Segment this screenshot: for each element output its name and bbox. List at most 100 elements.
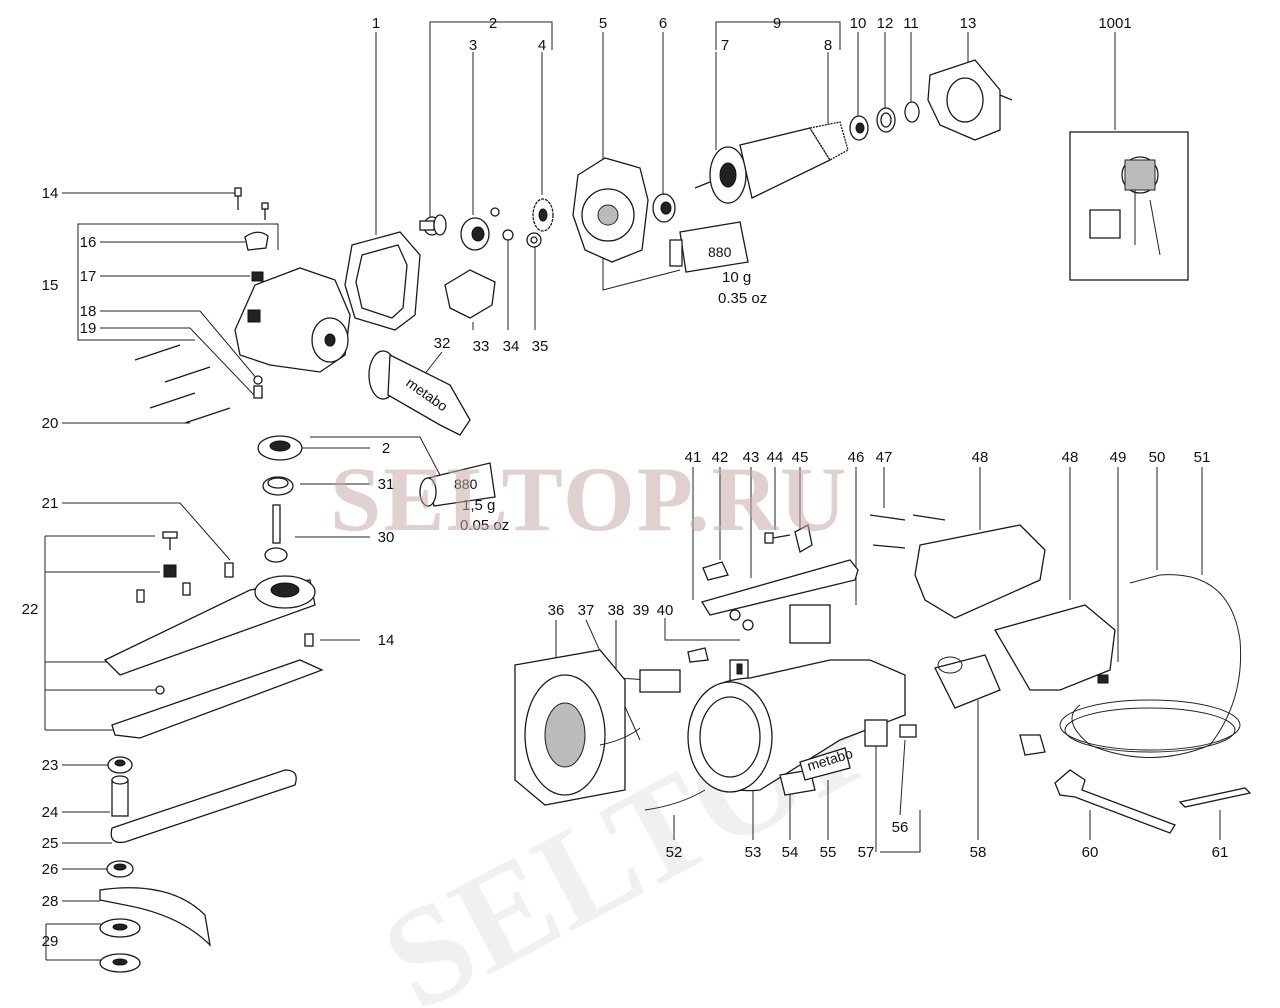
callout-labels: 1 2 3 4 5 6 7 8 9 10 11 12 13 14 15 16 1… [22, 15, 1229, 950]
arm-housing-part-22 [103, 575, 324, 739]
flange-part-29a [99, 918, 141, 938]
callout-14-lower: 14 [378, 632, 395, 649]
callout-58: 58 [970, 844, 987, 861]
callout-1: 1 [372, 15, 380, 32]
label-part-38 [639, 669, 681, 693]
bearing-part-6 [652, 193, 676, 223]
wiring-inset-1001 [1069, 131, 1189, 281]
end-cap-part-48b [994, 604, 1116, 691]
screws-part-20 [134, 344, 231, 424]
callout-21: 21 [42, 495, 59, 512]
callout-30: 30 [378, 529, 395, 546]
wire-part-37 [599, 727, 641, 746]
callout-24: 24 [42, 804, 59, 821]
grease-large-ounces: 0.35 oz [718, 290, 767, 307]
screws-part-22-set [136, 531, 191, 603]
switch-bar-part-43 [700, 559, 859, 616]
callout-39: 39 [633, 602, 650, 619]
callout-23: 23 [42, 757, 59, 774]
gasket-part-1 [344, 231, 421, 331]
button-part-42 [702, 561, 729, 581]
callout-28: 28 [42, 893, 59, 910]
stator-part-36 [514, 649, 626, 806]
callout-20: 20 [42, 415, 59, 432]
callout-55: 55 [820, 844, 837, 861]
grease-large-code: 880 [708, 244, 732, 260]
screw-part-44 [764, 532, 791, 544]
lever-part-45 [794, 524, 813, 553]
side-handle-part-32: metabo [368, 350, 471, 436]
bearing-part-3 [460, 217, 490, 251]
callout-16: 16 [80, 234, 97, 251]
ring-part-12 [876, 107, 896, 133]
callout-5: 5 [599, 15, 607, 32]
callout-29: 29 [42, 933, 59, 950]
callout-60: 60 [1082, 844, 1099, 861]
callout-52: 52 [666, 844, 683, 861]
housing-shell-part-48a [914, 524, 1046, 619]
callout-13: 13 [960, 15, 977, 32]
guard-clip-part-33 [444, 269, 496, 319]
cap-part-16 [244, 231, 269, 251]
wire-part-52 [644, 789, 706, 811]
callout-35: 35 [532, 338, 549, 355]
spindle-part-2 [419, 214, 447, 236]
pulley-part-24 [111, 775, 129, 817]
callout-33: 33 [473, 338, 490, 355]
callout-3: 3 [469, 37, 477, 54]
callout-1001: 1001 [1098, 15, 1131, 32]
callout-2: 2 [489, 15, 497, 32]
callout-22: 22 [22, 601, 39, 618]
callout-40: 40 [657, 602, 674, 619]
clips-part-41 [729, 609, 754, 631]
callout-6: 6 [659, 15, 667, 32]
callout-9: 9 [773, 15, 781, 32]
bearing-part-23 [107, 756, 133, 774]
o-ring-part-11 [904, 101, 920, 123]
washer-part-35 [526, 232, 542, 248]
power-cable-part-51 [1019, 574, 1242, 758]
callout-61: 61 [1212, 844, 1229, 861]
parts: metabo 880 10 g 0.35 oz 880 1,5 g 0.05 o… [99, 59, 1252, 973]
callout-19: 19 [80, 320, 97, 337]
bearing-part-26 [106, 860, 134, 878]
callout-57: 57 [858, 844, 875, 861]
grease-tube-small: 880 [419, 462, 496, 507]
callout-48a: 48 [972, 449, 989, 466]
spindle-part-30 [264, 504, 288, 563]
callout-37: 37 [578, 602, 595, 619]
callout-38: 38 [608, 602, 625, 619]
callout-41: 41 [685, 449, 702, 466]
watermark-text: SELTOP.RU [330, 448, 848, 550]
callout-17: 17 [80, 268, 97, 285]
spring-part-17 [251, 271, 264, 282]
callout-50: 50 [1149, 449, 1166, 466]
callout-4: 4 [538, 37, 546, 54]
clip-part-39 [687, 647, 709, 663]
wheel-guard-part-28 [99, 887, 211, 947]
flange-part-29b [99, 953, 141, 973]
bearing-part-31 [262, 476, 294, 496]
callout-54: 54 [782, 844, 799, 861]
screw-part-14c [304, 633, 314, 647]
strain-relief-part-49 [1097, 674, 1109, 684]
callout-10: 10 [850, 15, 867, 32]
callout-43: 43 [743, 449, 760, 466]
callout-31: 31 [378, 476, 395, 493]
screw-part-21 [224, 562, 234, 578]
callout-44: 44 [767, 449, 784, 466]
callout-12: 12 [877, 15, 894, 32]
callout-7: 7 [721, 37, 729, 54]
callout-18: 18 [80, 303, 97, 320]
electronics-part-58 [934, 654, 1001, 709]
callout-49: 49 [1110, 449, 1127, 466]
grease-small-code: 880 [454, 476, 478, 492]
armature-part-7 [694, 121, 849, 204]
callout-51: 51 [1194, 449, 1211, 466]
callout-56: 56 [892, 819, 909, 836]
callout-14: 14 [42, 185, 59, 202]
flange-part-13 [927, 59, 1013, 141]
callout-45: 45 [792, 449, 809, 466]
capacitor-part-46 [789, 604, 831, 644]
